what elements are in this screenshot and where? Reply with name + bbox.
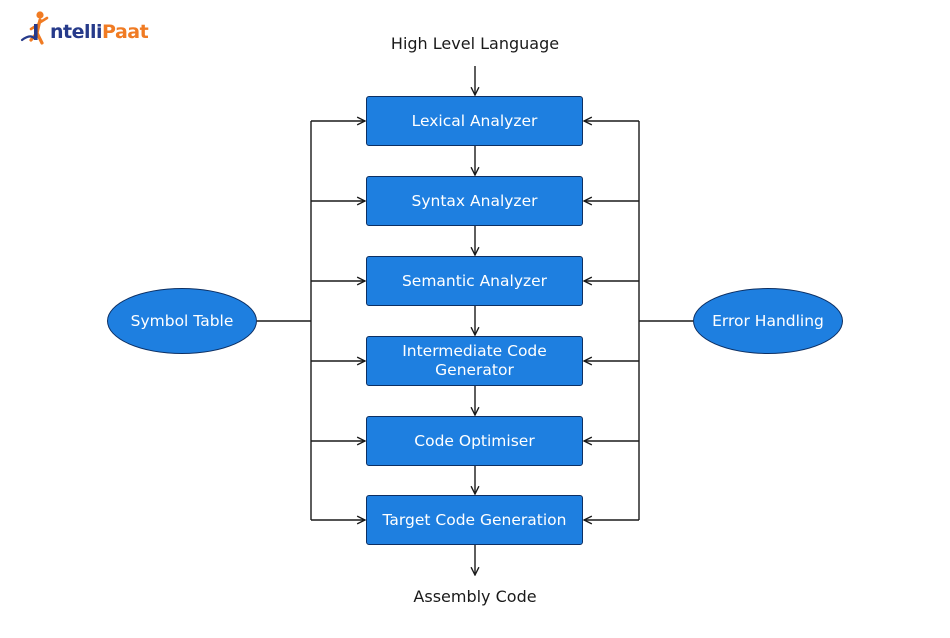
input-label: High Level Language [390, 34, 560, 53]
error-handling-node: Error Handling [693, 288, 843, 354]
stage-target-code-generation: Target Code Generation [366, 495, 583, 545]
symbol-table-node: Symbol Table [107, 288, 257, 354]
logo-text-main: ntelli [50, 21, 103, 43]
stage-lexical-analyzer: Lexical Analyzer [366, 96, 583, 146]
output-label: Assembly Code [413, 587, 537, 606]
logo-text-accent: Paat [102, 21, 149, 43]
stage-code-optimiser: Code Optimiser [366, 416, 583, 466]
stage-semantic-analyzer: Semantic Analyzer [366, 256, 583, 306]
stage-syntax-analyzer: Syntax Analyzer [366, 176, 583, 226]
logo-wordmark: ntelliPaat [50, 21, 149, 43]
intellipaat-logo: ntelliPaat [16, 10, 149, 50]
person-icon [20, 11, 49, 45]
stage-intermediate-code-generator: Intermediate Code Generator [366, 336, 583, 386]
